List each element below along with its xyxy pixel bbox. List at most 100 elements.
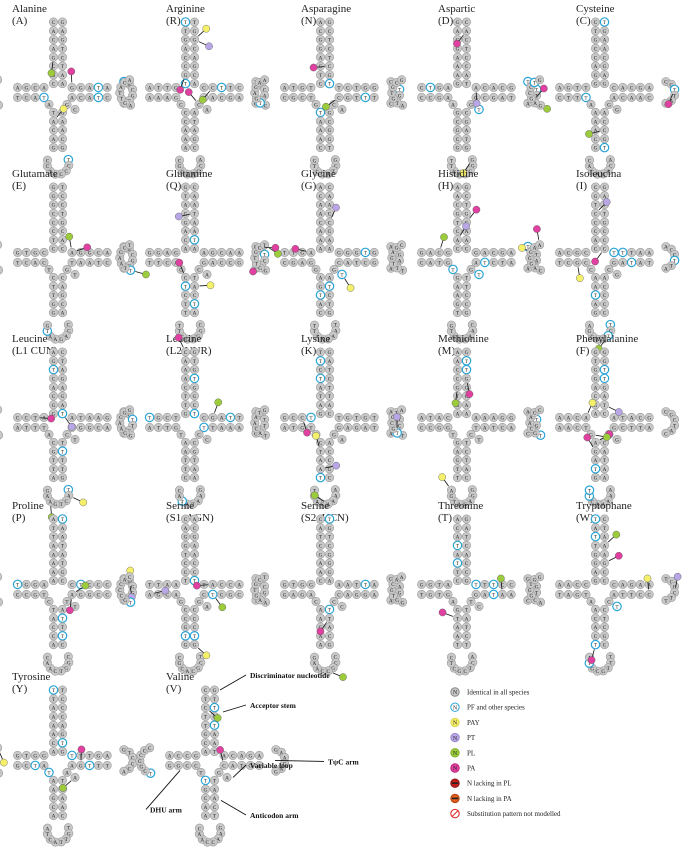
- nucleotide: A: [190, 79, 200, 89]
- nucleotide: C: [581, 247, 591, 257]
- svg-text:A: A: [558, 251, 562, 257]
- svg-text:G: G: [193, 394, 197, 400]
- nucleotide: A: [48, 567, 58, 577]
- nucleotide: A: [555, 412, 565, 422]
- nucleotide: T: [324, 391, 334, 401]
- svg-text:C: C: [61, 579, 65, 585]
- nucleotide: A: [599, 446, 609, 456]
- svg-text:G: G: [372, 86, 376, 92]
- svg-text:A: A: [193, 552, 197, 558]
- svg-text:A: A: [483, 416, 487, 422]
- substitution-marker: [312, 432, 320, 440]
- nucleotide: G: [590, 473, 600, 483]
- svg-text:A: A: [184, 368, 188, 374]
- substitution-marker: [322, 102, 330, 111]
- nucleotide: A: [171, 589, 181, 599]
- nucleotide: G: [590, 79, 600, 89]
- nucleotide: A: [471, 82, 481, 92]
- svg-text:A: A: [193, 544, 197, 550]
- panel-code: (G): [301, 180, 317, 192]
- substitution-marker: [309, 63, 318, 72]
- nucleotide: A: [315, 640, 325, 650]
- nucleotide: A: [599, 464, 609, 474]
- nucleotide: G: [13, 760, 23, 770]
- svg-text:C: C: [594, 137, 598, 143]
- nucleotide: G: [452, 455, 462, 465]
- svg-text:A: A: [70, 251, 74, 257]
- svg-text:C: C: [52, 212, 56, 218]
- svg-text:A: A: [204, 814, 208, 820]
- nucleotide: C: [635, 412, 645, 422]
- svg-text:C: C: [97, 583, 101, 589]
- nucleotide: A: [599, 70, 609, 80]
- nucleotide: A: [62, 767, 72, 777]
- nucleotide: C: [535, 405, 545, 415]
- svg-text:A: A: [594, 608, 598, 614]
- svg-text:G: G: [594, 146, 598, 152]
- svg-text:C: C: [630, 86, 634, 92]
- nucleotide: T: [0, 768, 4, 778]
- svg-text:A: A: [558, 416, 562, 422]
- nucleotide: C: [315, 540, 325, 550]
- nucleotide: A: [288, 589, 298, 599]
- nucleotide: A: [452, 52, 462, 62]
- svg-text:A: A: [456, 625, 460, 631]
- svg-text:G: G: [603, 561, 607, 567]
- svg-text:A: A: [213, 732, 217, 738]
- nucleotide: A: [48, 540, 58, 550]
- nucleotide: T: [480, 579, 490, 589]
- nucleotide: C: [181, 290, 191, 300]
- nucleotide: A: [324, 622, 334, 632]
- svg-text:C: C: [594, 55, 598, 61]
- nucleotide: A: [153, 92, 163, 102]
- svg-text:C: C: [202, 86, 206, 92]
- substitution-marker: [673, 572, 682, 581]
- svg-text:G: G: [465, 579, 469, 585]
- nucleotide: A: [369, 579, 379, 589]
- nucleotide: A: [102, 247, 112, 257]
- nucleotide: C: [48, 226, 58, 236]
- nucleotide: C: [586, 264, 596, 274]
- svg-text:C: C: [61, 715, 65, 721]
- nucleotide: C: [461, 290, 471, 300]
- svg-text:G: G: [61, 377, 65, 383]
- nucleotide: G: [590, 549, 600, 559]
- svg-text:G: G: [437, 86, 441, 92]
- nucleotide: C: [446, 652, 456, 662]
- nucleotide: G: [57, 567, 67, 577]
- svg-text:G: G: [193, 449, 197, 455]
- svg-text:A: A: [52, 119, 56, 125]
- nucleotide: A: [190, 52, 200, 62]
- svg-text:A: A: [456, 73, 460, 79]
- nucleotide: G: [76, 589, 86, 599]
- svg-text:C: C: [621, 426, 625, 432]
- panel-title: Leucine: [166, 333, 202, 345]
- nucleotide: A: [190, 281, 200, 291]
- svg-text:A: A: [509, 426, 513, 432]
- svg-text:C: C: [105, 261, 109, 267]
- svg-text:A: A: [346, 261, 350, 267]
- nucleotide: T: [181, 455, 191, 465]
- nucleotide: G: [609, 257, 619, 267]
- trna-panel: Alanine(A)CGAACGATGCCTGACAGAGCAATTACTACG…: [0, 3, 138, 179]
- nucleotide: T: [57, 540, 67, 550]
- svg-text:A: A: [400, 408, 404, 414]
- svg-text:G: G: [79, 764, 83, 770]
- nucleotide: A: [67, 412, 77, 422]
- svg-text:G: G: [139, 765, 143, 771]
- nucleotide: G: [497, 247, 507, 257]
- nucleotide: C: [329, 596, 339, 606]
- svg-text:C: C: [197, 103, 201, 109]
- nucleotide: T: [461, 604, 471, 614]
- svg-text:C: C: [65, 433, 69, 439]
- nucleotide: C: [190, 290, 200, 300]
- nucleotide: A: [324, 200, 334, 210]
- nucleotide: A: [48, 613, 58, 623]
- svg-text:C: C: [33, 86, 37, 92]
- nucleotide: G: [48, 356, 58, 366]
- panel-code: (M): [438, 345, 455, 357]
- svg-text:G: G: [390, 256, 394, 262]
- nucleotide: G: [443, 247, 453, 257]
